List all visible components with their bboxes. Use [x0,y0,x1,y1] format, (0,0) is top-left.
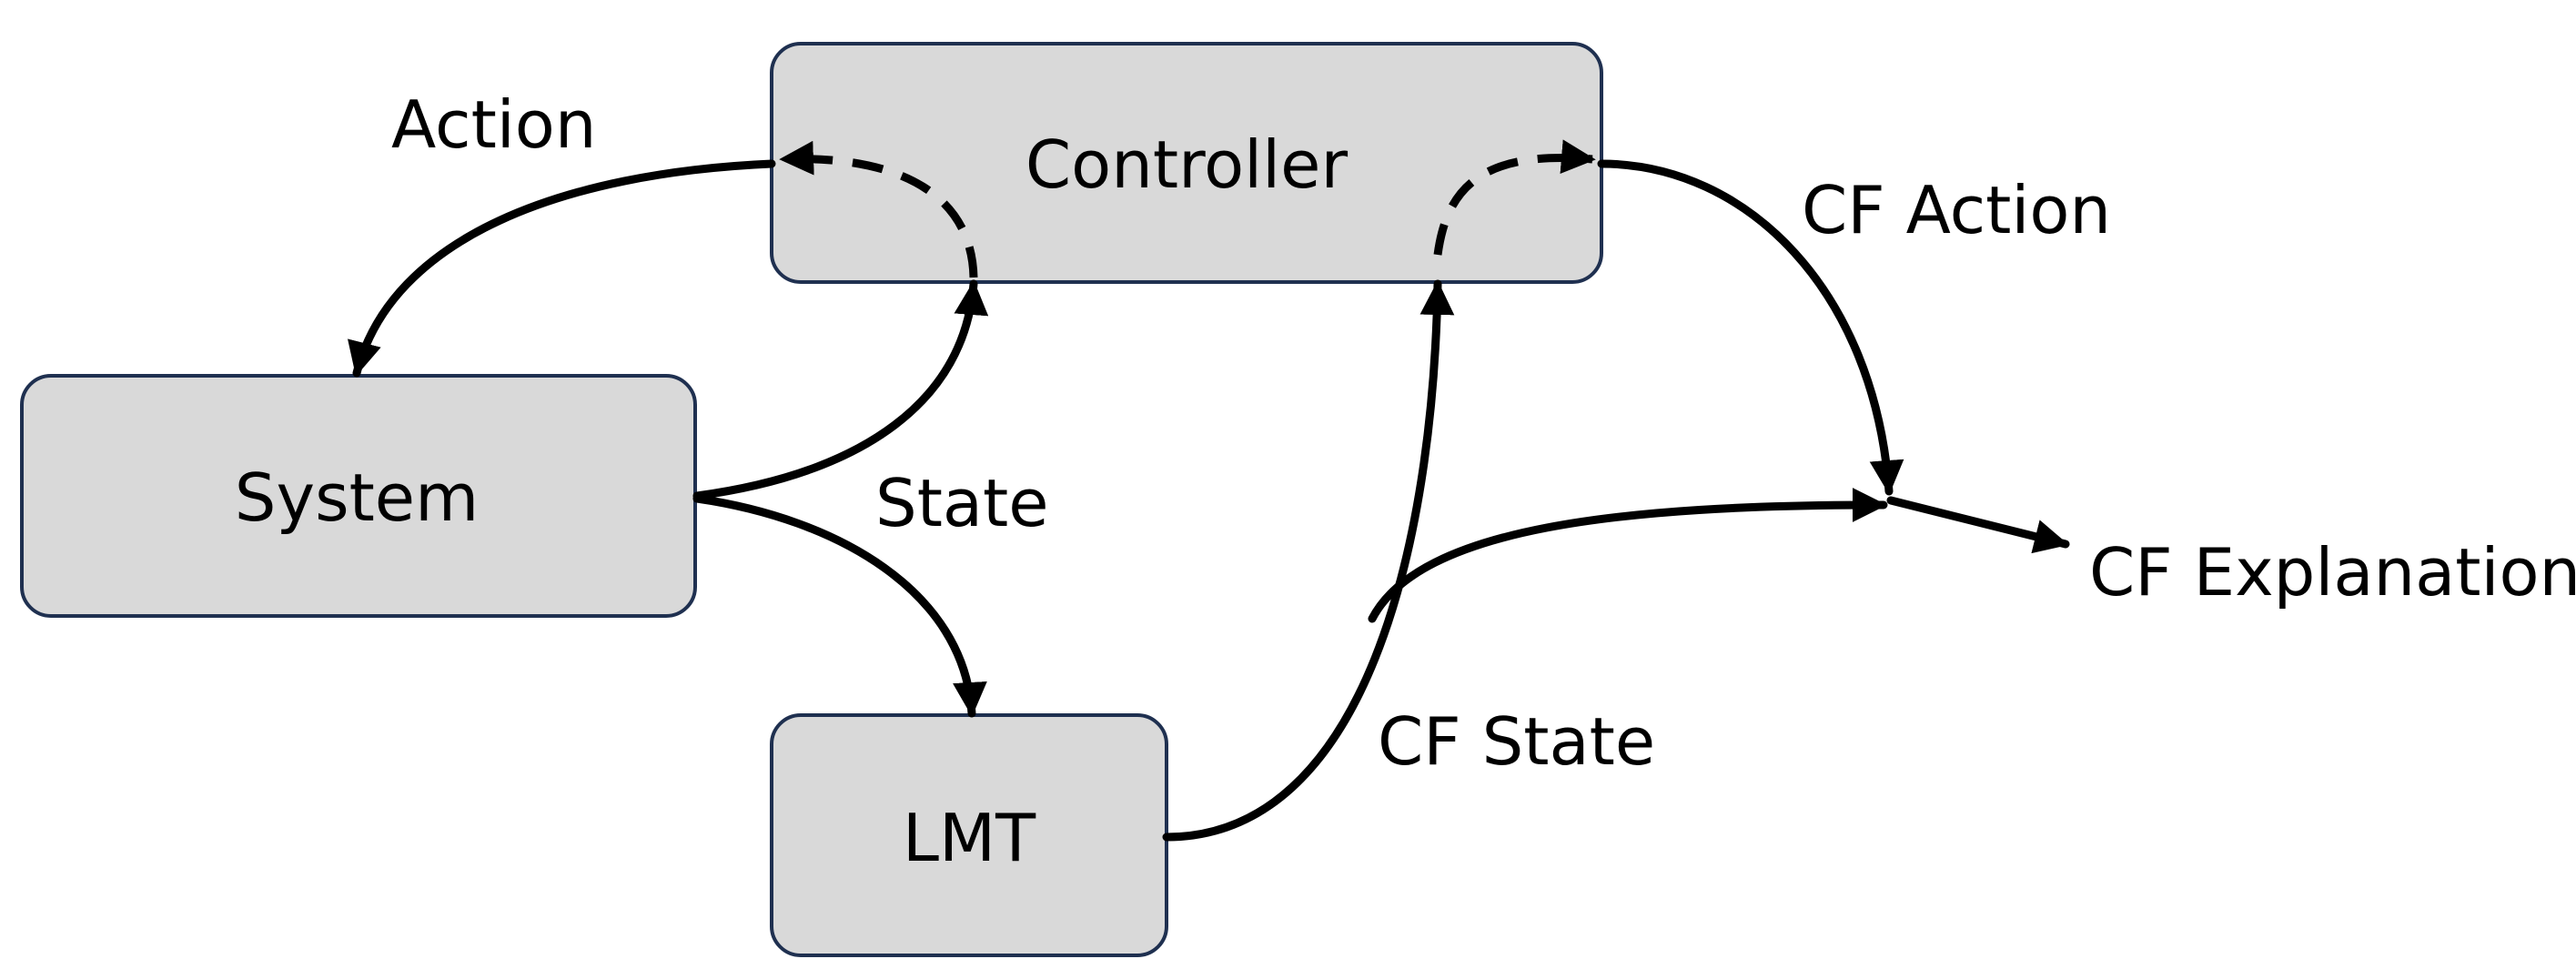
cf-explanation-arrow [1886,496,2070,554]
cf-explanation-label: CF Explanation [2089,534,2576,611]
action-arrow [348,159,776,378]
controller-internal-dashed-right [1433,139,1596,256]
cf-action-label: CF Action [1802,172,2111,248]
controller-node[interactable]: Controller [770,42,1603,284]
cf-state-label: CF State [1378,703,1655,780]
system-node[interactable]: System [20,374,697,618]
controller-internal-dashed-left [779,140,978,278]
system-label: System [235,459,480,536]
state-label: State [875,465,1049,541]
controller-label: Controller [1025,126,1349,203]
state-to-lmt-arrow [692,494,987,718]
lmt-label: LMT [903,800,1036,876]
cf-action-arrow [1597,159,1904,496]
cf-state-branch-arrow [1368,488,1888,623]
lmt-node[interactable]: LMT [770,713,1168,957]
cf-state-arrow [1162,279,1455,842]
state-to-controller-arrow [692,279,989,500]
action-label: Action [391,86,597,163]
